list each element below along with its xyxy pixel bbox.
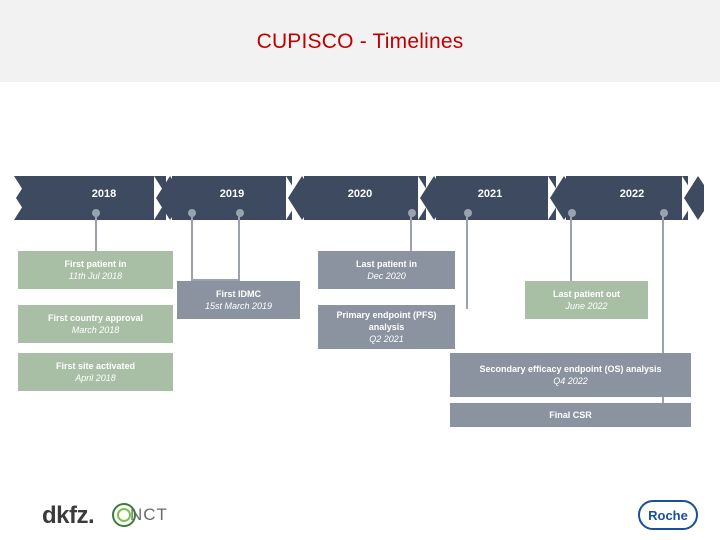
milestone-subtitle: 15st March 2019 — [204, 301, 273, 311]
milestone-first-site-activated: First site activated April 2018 — [18, 353, 173, 391]
connector-last-patient-out — [570, 213, 572, 281]
timeline-bar: 2018 2019 2020 2021 2022 — [14, 176, 706, 220]
chevron-2018 — [14, 176, 166, 220]
connector-first-idmc-h — [191, 279, 239, 281]
milestone-subtitle: Q4 2022 — [553, 376, 588, 386]
roche-logo: Roche — [638, 500, 698, 530]
milestone-final-csr: Final CSR — [450, 403, 691, 427]
milestone-last-patient-in: Last patient in Dec 2020 — [318, 251, 455, 289]
milestone-last-patient-out: Last patient out June 2022 — [525, 281, 648, 319]
milestone-title: First country approval — [47, 313, 144, 323]
connector-last-patient-in — [410, 213, 412, 251]
year-label-2019: 2019 — [219, 188, 245, 200]
chevron-2020 — [304, 176, 426, 220]
footer-band — [0, 481, 720, 540]
timeline-dot-6 — [568, 209, 576, 217]
connector-first-idmc-v2 — [238, 213, 240, 281]
dkfz-logo: dkfz. — [42, 502, 95, 529]
milestone-title: Primary endpoint (PFS) analysis — [336, 310, 437, 332]
milestone-first-patient-in: First patient in 11th Jul 2018 — [18, 251, 173, 289]
connector-first-patient — [95, 213, 97, 251]
milestone-subtitle: Dec 2020 — [367, 271, 406, 281]
milestone-title: Last patient in — [355, 259, 417, 269]
year-label-2022: 2022 — [619, 188, 645, 200]
year-label-2020: 2020 — [347, 188, 373, 200]
chevron-arrow-3 — [286, 176, 308, 220]
nct-ring-icon — [112, 503, 136, 527]
milestone-subtitle: April 2018 — [75, 373, 116, 383]
chevron-arrow-2 — [154, 176, 176, 220]
milestone-title: Final CSR — [549, 410, 592, 420]
chevron-arrow-4 — [418, 176, 440, 220]
connector-first-idmc-v1 — [191, 213, 193, 279]
chevron-2021 — [436, 176, 556, 220]
milestone-first-idmc: First IDMC 15st March 2019 — [177, 281, 300, 319]
timeline-dot-7 — [660, 209, 668, 217]
chevron-arrow-6 — [682, 176, 704, 220]
connector-primary-endpoint — [466, 213, 468, 309]
milestone-subtitle: Q2 2021 — [369, 334, 404, 344]
nct-logo-label: NCT — [130, 505, 168, 524]
chevron-arrow-1 — [14, 176, 36, 220]
milestone-subtitle: June 2022 — [565, 301, 608, 311]
milestone-title: First site activated — [55, 361, 136, 371]
milestone-subtitle: March 2018 — [71, 325, 120, 335]
year-label-2021: 2021 — [477, 188, 503, 200]
timeline-dot-4 — [408, 209, 416, 217]
title-band — [0, 0, 720, 82]
milestone-secondary-endpoint: Secondary efficacy endpoint (OS) analysi… — [450, 353, 691, 397]
milestone-title: First IDMC — [216, 289, 261, 299]
timeline-dot-3 — [236, 209, 244, 217]
milestone-title: Last patient out — [553, 289, 620, 299]
milestone-subtitle: 11th Jul 2018 — [68, 271, 123, 281]
page-title: CUPISCO - Timelines — [256, 30, 464, 53]
nct-logo: NCT — [112, 502, 168, 528]
chevron-arrow-5 — [548, 176, 570, 220]
connector-secondary-endpoint — [662, 213, 664, 353]
milestone-primary-endpoint: Primary endpoint (PFS) analysis Q2 2021 — [318, 305, 455, 349]
timeline-dot-5 — [464, 209, 472, 217]
milestone-title: Secondary efficacy endpoint (OS) analysi… — [479, 364, 662, 374]
milestone-first-country-approval: First country approval March 2018 — [18, 305, 173, 343]
year-label-2018: 2018 — [91, 188, 117, 200]
milestone-title: First patient in — [64, 259, 127, 269]
